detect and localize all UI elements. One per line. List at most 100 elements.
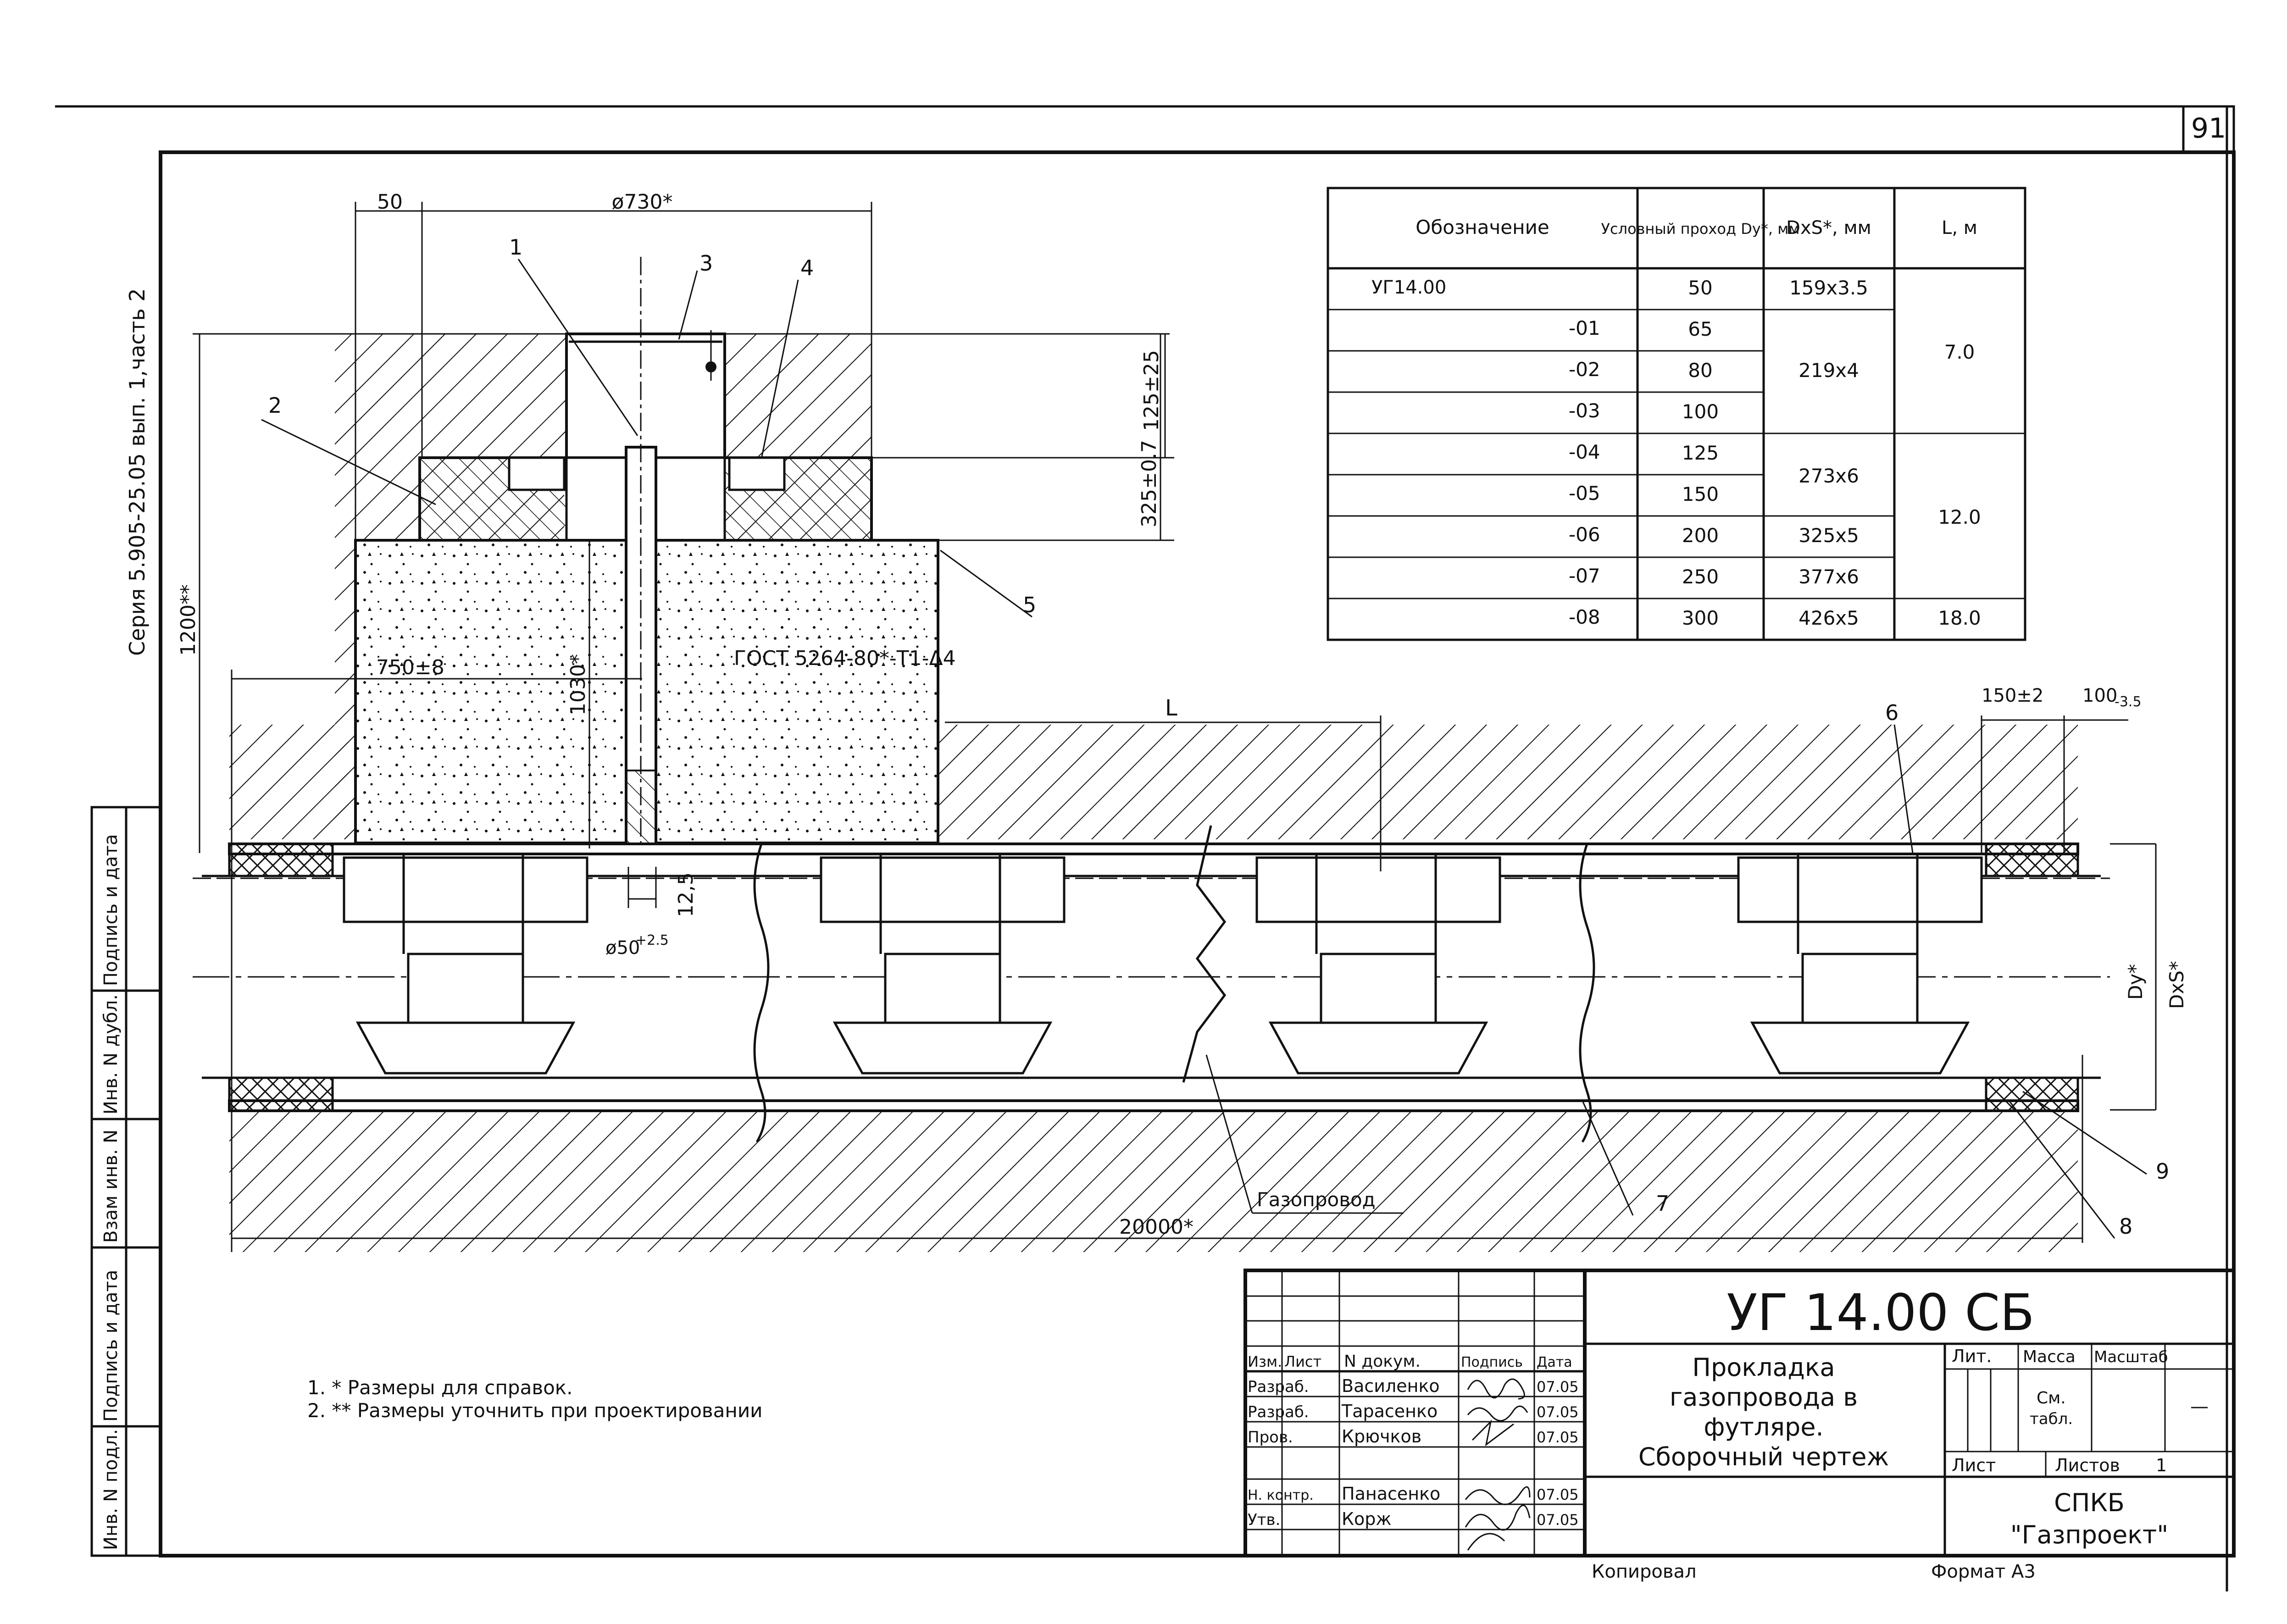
table-cell-dy: 65 xyxy=(1688,318,1712,340)
left-binding-strip: Инв. N подл. Подпись и дата Взам инв. N … xyxy=(90,806,162,1557)
stamp-format: Формат А3 xyxy=(1931,1561,2036,1582)
title-block xyxy=(1243,1269,2236,1557)
table-cell-code: УГ14.00 xyxy=(1371,277,1446,298)
stamp-scale-val: — xyxy=(2190,1396,2209,1417)
table-cell-dxs: 219x4 xyxy=(1799,359,1859,382)
stamp-name: Крючков xyxy=(1342,1426,1421,1447)
table-cell-L: 18.0 xyxy=(1938,607,1981,629)
stamp-lit: Лит. xyxy=(1952,1346,1992,1366)
stamp-date: 07.05 xyxy=(1537,1511,1579,1529)
callout-2: 2 xyxy=(268,393,282,418)
table-cell-code: -08 xyxy=(1569,606,1600,628)
stamp-mass-val: См. xyxy=(2037,1389,2066,1408)
dim-50-tol-sup: +2.5 xyxy=(635,932,669,948)
note-1: 1. * Размеры для справок. xyxy=(307,1376,572,1399)
stamp-scale: Масштаб xyxy=(2094,1348,2168,1366)
stamp-col-sign: Подпись xyxy=(1461,1354,1523,1370)
page-number: 91 xyxy=(2191,112,2226,144)
stamp-org-1: СПКБ xyxy=(2054,1488,2125,1517)
callout-5: 5 xyxy=(1023,593,1036,617)
table-cell-dy: 50 xyxy=(1688,277,1712,299)
table-cell-dy: 125 xyxy=(1682,442,1719,464)
break-line xyxy=(753,843,770,1143)
dim-100-sub: -3.5 xyxy=(2115,694,2142,710)
stamp-date: 07.05 xyxy=(1537,1378,1579,1396)
stamp-name: Тарасенко xyxy=(1341,1401,1438,1421)
stamp-sheets: Листов xyxy=(2055,1455,2120,1475)
stamp-role: Н. контр. xyxy=(1248,1487,1314,1503)
signatures xyxy=(1465,1378,1531,1551)
stamp-org-2: "Газпроект" xyxy=(2010,1520,2168,1549)
stamp-col-date: Дата xyxy=(1537,1354,1572,1370)
table-cell-code: -02 xyxy=(1569,358,1600,381)
break-line xyxy=(1182,825,1227,1083)
table-cell-code: -04 xyxy=(1569,441,1600,463)
doc-title-line-1: Прокладка xyxy=(1692,1353,1835,1382)
callout-4: 4 xyxy=(800,255,814,280)
doc-title-line-2: газопровода в xyxy=(1670,1383,1858,1412)
dim-1030: 1030* xyxy=(566,654,590,715)
strip-label-4: Подпись и дата xyxy=(100,834,122,986)
table-header-dy: Условный проход Dy*, мм xyxy=(1601,220,1800,238)
stamp-role: Разраб. xyxy=(1248,1378,1309,1396)
table-cell-dy: 100 xyxy=(1682,400,1719,423)
table-cell-dy: 80 xyxy=(1688,359,1712,382)
table-cell-dxs: 273x6 xyxy=(1799,465,1859,487)
callout-3: 3 xyxy=(699,251,713,276)
dim-Dy: Dy* xyxy=(2124,964,2147,1000)
strip-label-1: Подпись и дата xyxy=(100,1270,122,1422)
stamp-role: Разраб. xyxy=(1248,1403,1309,1421)
table-cell-L: 12.0 xyxy=(1938,506,1981,528)
table-cell-code: -06 xyxy=(1569,523,1600,546)
stamp-name: Корж xyxy=(1342,1509,1392,1529)
table-cell-dxs: 426x5 xyxy=(1799,607,1859,629)
table-cell-code: -07 xyxy=(1569,565,1600,587)
table-cell-dy: 300 xyxy=(1682,607,1719,629)
stamp-role: Пров. xyxy=(1248,1428,1293,1447)
table-cell-code: -05 xyxy=(1569,482,1600,504)
table-cell-L: 7.0 xyxy=(1944,341,1975,363)
dim-20000: 20000* xyxy=(1119,1215,1193,1239)
strip-label-2: Взам инв. N xyxy=(100,1130,122,1243)
table-cell-dxs: 377x6 xyxy=(1799,565,1859,588)
stamp-mass-val2: табл. xyxy=(2030,1410,2073,1428)
dimensions xyxy=(193,202,2157,1252)
gas-pipe-label: Газопровод xyxy=(1257,1188,1376,1211)
strip-label-3: Инв. N дубл. xyxy=(100,994,122,1114)
series-note: Серия 5.905-25.05 вып. 1,часть 2 xyxy=(125,288,150,656)
callout-7: 7 xyxy=(1656,1191,1669,1216)
stamp-date: 07.05 xyxy=(1537,1403,1579,1421)
dim-150: 150±2 xyxy=(1982,685,2043,706)
stamp-name: Василенко xyxy=(1342,1376,1440,1396)
doc-title-line-3: футляре. xyxy=(1704,1413,1823,1441)
gost-weld-note: ГОСТ 5264-80*-Т1-Δ4 xyxy=(734,647,956,670)
stamp-date: 07.05 xyxy=(1537,1486,1579,1503)
spec-table xyxy=(1327,187,2026,641)
table-cell-code: -01 xyxy=(1569,317,1600,339)
stamp-mass: Масса xyxy=(2023,1347,2076,1366)
dim-125: 125±25 xyxy=(1140,350,1163,431)
stamp-sheets-val: 1 xyxy=(2156,1455,2167,1475)
dim-100: 100 xyxy=(2082,685,2117,706)
stamp-col-list: Лист xyxy=(1284,1353,1321,1370)
stamp-date: 07.05 xyxy=(1537,1429,1579,1446)
dim-12-5: 12,5 xyxy=(674,872,698,917)
dim-730: ø730* xyxy=(612,190,673,214)
callout-1: 1 xyxy=(509,235,522,260)
callout-6: 6 xyxy=(1885,700,1898,725)
note-2: 2. ** Размеры уточнить при проектировани… xyxy=(307,1399,762,1422)
stamp-col-doc: N докум. xyxy=(1344,1352,1421,1371)
stamp-sheet: Лист xyxy=(1952,1455,1996,1475)
table-cell-dy: 200 xyxy=(1682,524,1719,547)
stamp-name: Панасенко xyxy=(1342,1484,1440,1504)
strip-label-0: Инв. N подл. xyxy=(100,1429,122,1550)
table-cell-dy: 150 xyxy=(1682,483,1719,505)
table-header-code: Обозначение xyxy=(1415,216,1549,238)
table-cell-dy: 250 xyxy=(1682,565,1719,588)
dim-50: 50 xyxy=(377,190,403,214)
control-tube-well xyxy=(565,333,726,459)
table-cell-dxs: 159x3.5 xyxy=(1789,277,1868,299)
dim-DxS: DxS* xyxy=(2165,961,2188,1009)
callout-9: 9 xyxy=(2156,1159,2169,1184)
